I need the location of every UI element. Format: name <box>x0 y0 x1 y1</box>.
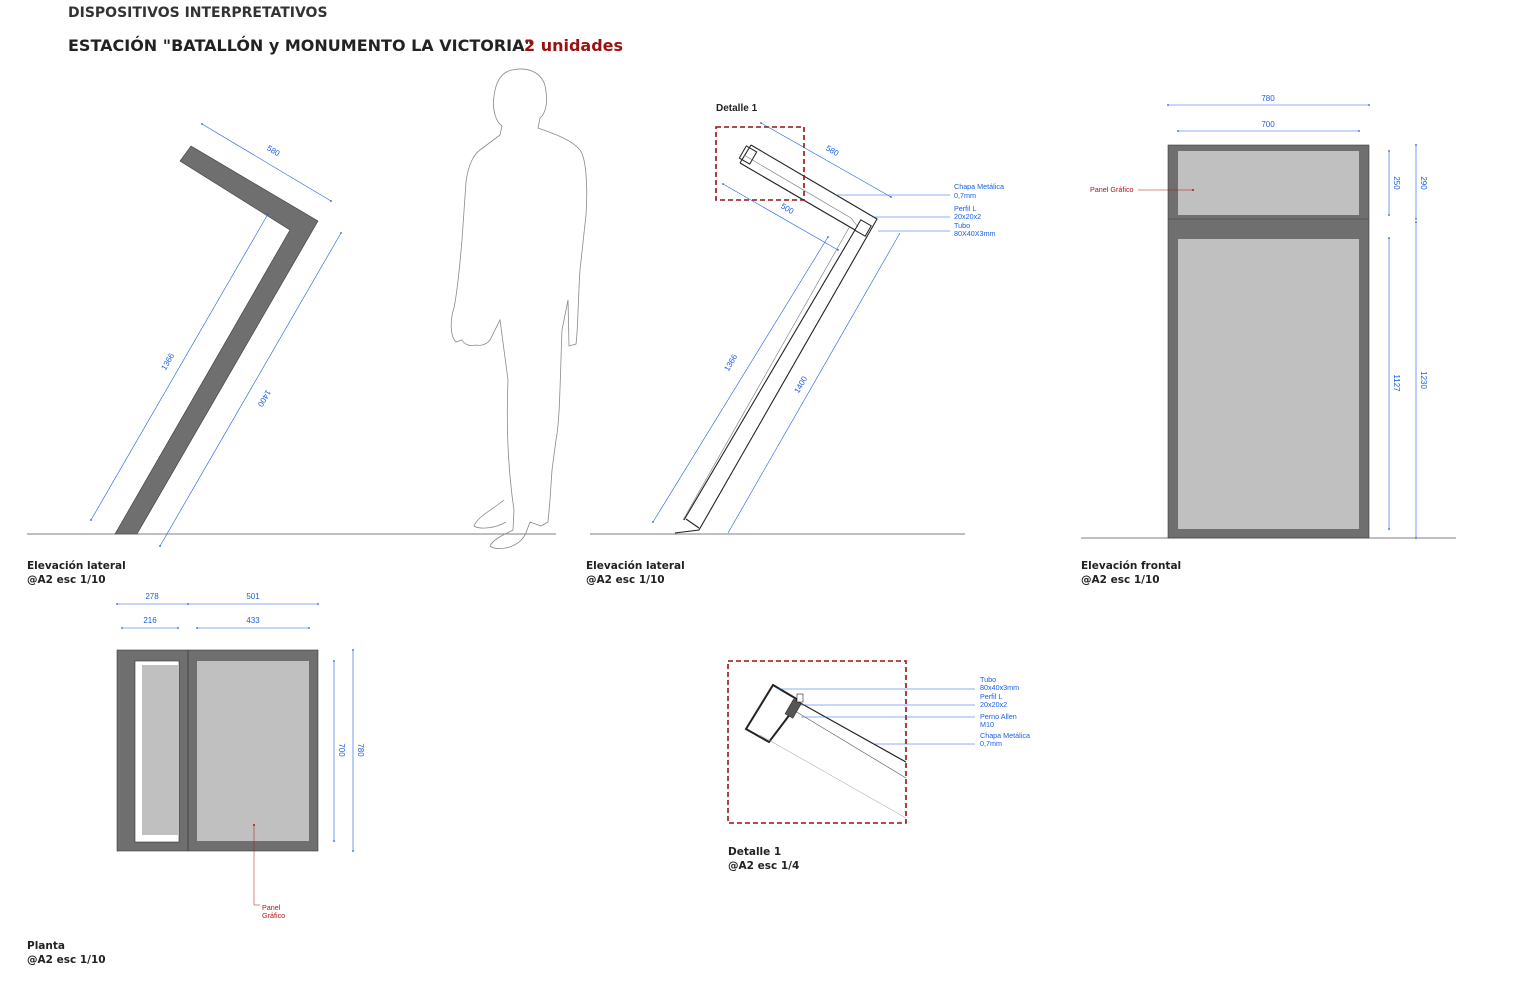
profile-inner <box>683 162 856 521</box>
detail-1: Tubo 80x40x3mm Perfil L 20x20x2 Perno Al… <box>727 660 1030 824</box>
detail-frame <box>727 660 907 824</box>
note-tubo-line2: 80x40x3mm <box>980 683 1019 692</box>
front-elevation: Panel Gráfico 780 700 250 290 1127 1230 <box>1081 94 1456 539</box>
side-elevation-a: 580 1366 1400 <box>27 123 556 547</box>
tube-section <box>738 145 758 165</box>
caption-name: Detalle 1 <box>728 846 782 858</box>
dim-line-top-inner <box>722 183 839 251</box>
sheet-title: ESTACIÓN "BATALLÓN y MONUMENTO LA VICTOR… <box>68 36 533 55</box>
dim-top: 580 <box>265 144 282 159</box>
detail-angle <box>796 693 804 703</box>
dim-outer: 1400 <box>256 388 273 408</box>
note-tubo-line2: 80X40X3mm <box>954 229 996 238</box>
caption-side-a: Elevación lateral @A2 esc 1/10 <box>27 559 126 587</box>
dim-depth-inner: 700 <box>337 743 346 757</box>
dim-top-outer: 290 <box>1419 176 1428 190</box>
dim-line-top <box>201 123 332 202</box>
detail-tube <box>744 683 802 744</box>
caption-plan: Planta @A2 esc 1/10 <box>27 939 106 967</box>
caption-name: Elevación lateral <box>586 560 685 572</box>
chapa-line <box>743 154 859 228</box>
note-perfil-line2: 20x20x2 <box>980 700 1007 709</box>
dim-depth-outer: 780 <box>356 743 365 757</box>
dim-b-outer: 501 <box>246 592 260 601</box>
dim-top-inner: 500 <box>779 202 796 217</box>
detail-chapa <box>789 707 907 779</box>
front-panel-bottom <box>1178 239 1359 529</box>
panel-leader-dot <box>253 824 255 826</box>
human-silhouette <box>450 68 588 549</box>
dim-bottom-outer: 1230 <box>1419 371 1428 389</box>
note-tubo-line1: Tubo <box>954 221 970 230</box>
caption-detail: Detalle 1 @A2 esc 1/4 <box>728 845 799 873</box>
caption-scale: @A2 esc 1/10 <box>27 574 106 586</box>
side-elevation-b: Detalle 1 580 500 1366 1400 Chapa Metáli… <box>590 103 1004 535</box>
dim-outer: 1400 <box>792 374 809 394</box>
note-chapa-line1: Chapa Metálica <box>954 182 1004 191</box>
dim-a-inner: 216 <box>143 616 157 625</box>
tube-section-corner <box>854 219 872 237</box>
sheet-kicker: DISPOSITIVOS INTERPRETATIVOS <box>68 5 328 21</box>
dim-line-top-outer <box>760 122 892 198</box>
panel-label-line1: Panel <box>262 903 281 912</box>
detail-marker-label: Detalle 1 <box>716 103 758 114</box>
dim-a-outer: 278 <box>145 592 159 601</box>
note-chapa-line2: 0,7mm <box>980 739 1002 748</box>
panel-label: Panel Gráfico <box>1090 185 1134 194</box>
caption-scale: @A2 esc 1/10 <box>27 954 106 966</box>
dim-inner: 1366 <box>722 352 739 372</box>
plan-panel-small <box>142 665 178 835</box>
plan-panel-large <box>197 661 309 841</box>
caption-front: Elevación frontal @A2 esc 1/10 <box>1081 559 1181 587</box>
dim-line-outer <box>159 232 342 547</box>
dim-inner: 1366 <box>159 351 176 371</box>
note-tubo-line1: Tubo <box>980 675 996 684</box>
dim-top-outer: 580 <box>824 144 841 159</box>
profile-outer <box>674 144 878 534</box>
caption-name: Planta <box>27 940 65 952</box>
note-perfil-line2: 20x20x2 <box>954 212 981 221</box>
dim-line-inner <box>90 213 269 521</box>
note-chapa-line2: 0,7mm <box>954 191 976 200</box>
panel-label-line2: Gráfico <box>262 911 285 920</box>
dim-top-inner: 250 <box>1392 176 1401 190</box>
dim-width-inner: 700 <box>1261 120 1275 129</box>
profile-base <box>685 518 700 529</box>
dim-width-outer: 780 <box>1261 94 1275 103</box>
dim-line-outer <box>727 232 901 534</box>
note-perno-line2: M10 <box>980 720 994 729</box>
caption-name: Elevación lateral <box>27 560 126 572</box>
chapa-line-lower <box>682 225 851 521</box>
plan-view: Panel Gráfico 278 501 216 433 700 780 <box>116 592 365 920</box>
caption-name: Elevación frontal <box>1081 560 1182 572</box>
note-chapa-line1: Chapa Metálica <box>980 731 1030 740</box>
dim-bottom-inner: 1127 <box>1392 374 1401 392</box>
caption-scale: @A2 esc 1/10 <box>1081 574 1160 586</box>
front-panel-top <box>1178 151 1359 215</box>
kiosk-profile <box>114 145 319 535</box>
detail-chapa-lower <box>759 734 907 819</box>
units-count: 2 unidades <box>524 36 624 55</box>
caption-scale: @A2 esc 1/4 <box>728 860 800 872</box>
panel-leader-dot <box>1192 189 1194 191</box>
detail-sheet <box>794 699 907 763</box>
note-perfil-line1: Perfil L <box>980 692 1002 701</box>
caption-scale: @A2 esc 1/10 <box>586 574 665 586</box>
note-perno-line1: Perno Allen <box>980 712 1017 721</box>
detail-marker-box <box>715 126 805 201</box>
dim-b-inner: 433 <box>246 616 260 625</box>
note-perfil-line1: Perfil L <box>954 204 976 213</box>
dim-line-inner <box>652 236 829 523</box>
caption-side-b: Elevación lateral @A2 esc 1/10 <box>586 559 685 587</box>
